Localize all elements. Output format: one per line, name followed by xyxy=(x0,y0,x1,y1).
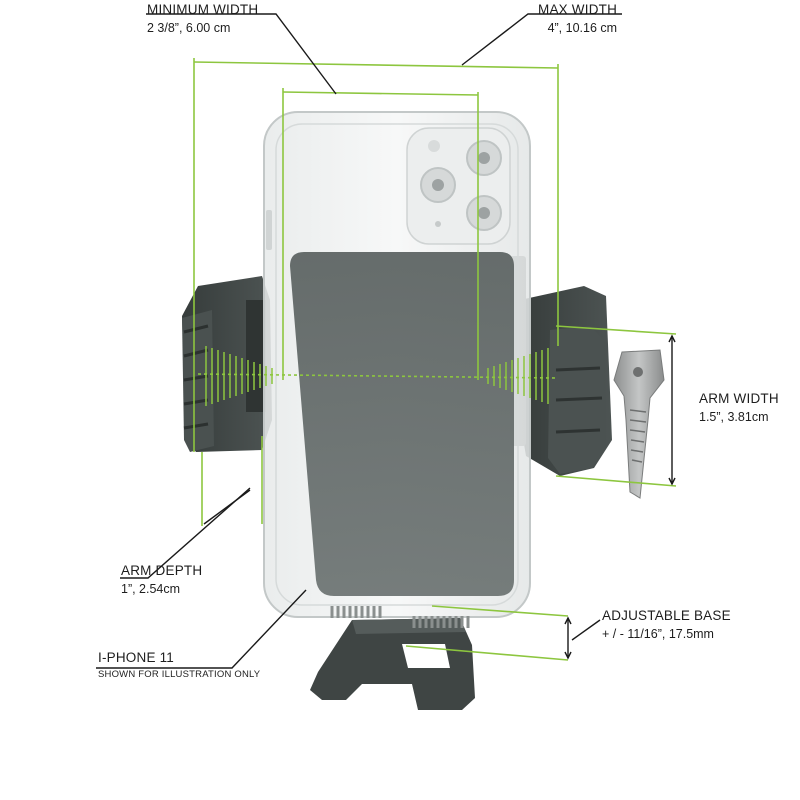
phone-leader xyxy=(96,589,307,669)
arm-width-callout: ARM WIDTH 1.5”, 3.81cm xyxy=(699,391,779,424)
clamp-zone-hatch xyxy=(205,346,549,406)
mic-icon xyxy=(435,221,441,227)
arm-width-label: ARM WIDTH xyxy=(699,391,779,406)
base-top-line xyxy=(431,605,569,617)
base-arrows xyxy=(564,616,572,660)
minimum-width-leader xyxy=(146,13,337,95)
minimum-width-label: MINIMUM WIDTH xyxy=(147,2,259,17)
arm-depth-leader xyxy=(120,487,251,579)
flash-icon xyxy=(428,140,440,152)
left-arm xyxy=(182,276,272,452)
arm-width-top xyxy=(555,325,677,335)
adjustable-base-callout: ADJUSTABLE BASE + / - 11/16”, 17.5mm xyxy=(602,608,731,641)
arm-depth-label: ARM DEPTH xyxy=(121,563,203,578)
arm-depth-dimension xyxy=(203,489,251,525)
iphone-illustration xyxy=(263,111,531,628)
phone-label: I-PHONE 11 xyxy=(98,650,175,665)
arm-depth-value: 1”, 2.54cm xyxy=(121,582,181,596)
left-arm-hinge xyxy=(246,300,266,412)
right-arm-ribs xyxy=(555,366,603,434)
vent-clip-serrations xyxy=(629,409,647,463)
adjustable-base-label: ADJUSTABLE BASE xyxy=(602,608,731,623)
left-arm-grip xyxy=(182,310,214,452)
max-width-line xyxy=(193,61,559,69)
camera-lens-core xyxy=(432,179,444,191)
vent-clip xyxy=(613,349,665,499)
mount-back-pad xyxy=(290,252,514,596)
base-leader xyxy=(571,619,601,641)
right-hatch xyxy=(487,348,549,404)
arm-width-bottom xyxy=(555,475,677,487)
base-springs xyxy=(330,606,470,628)
minimum-width-callout: MINIMUM WIDTH 2 3/8”, 6.00 cm xyxy=(147,2,258,35)
vent-clip-pin xyxy=(633,367,643,377)
leader-lines xyxy=(96,13,676,669)
minimum-width-line xyxy=(282,91,479,96)
arm-depth-callout: ARM DEPTH 1”, 2.54cm xyxy=(121,563,202,596)
adjustable-base xyxy=(310,618,475,710)
vent-clip-body xyxy=(613,349,665,499)
left-hatch xyxy=(205,346,273,406)
minimum-width-value: 2 3/8”, 6.00 cm xyxy=(147,21,231,35)
camera-lens-core xyxy=(478,152,490,164)
spring-right xyxy=(412,616,470,628)
arm-width-arrows xyxy=(668,334,676,486)
left-arm-ribs xyxy=(183,324,209,430)
camera-lens-core xyxy=(478,207,490,219)
base-foot xyxy=(310,618,475,710)
base-bottom-line xyxy=(405,645,569,661)
max-width-label: MAX WIDTH xyxy=(538,2,618,17)
phone-callout: I-PHONE 11 SHOWN FOR ILLUSTRATION ONLY xyxy=(98,650,260,680)
base-cutout xyxy=(402,644,450,668)
arm-width-value: 1.5”, 3.81cm xyxy=(699,410,769,424)
phone-note: SHOWN FOR ILLUSTRATION ONLY xyxy=(98,669,261,680)
max-width-callout: MAX WIDTH 4”, 10.16 cm xyxy=(538,2,617,35)
dimension-lines xyxy=(193,58,677,661)
max-width-value: 4”, 10.16 cm xyxy=(547,21,618,35)
side-button-icon xyxy=(266,210,272,250)
adjustable-base-value: + / - 11/16”, 17.5mm xyxy=(602,627,714,641)
spring-left xyxy=(330,606,382,618)
max-width-leader xyxy=(461,13,622,66)
